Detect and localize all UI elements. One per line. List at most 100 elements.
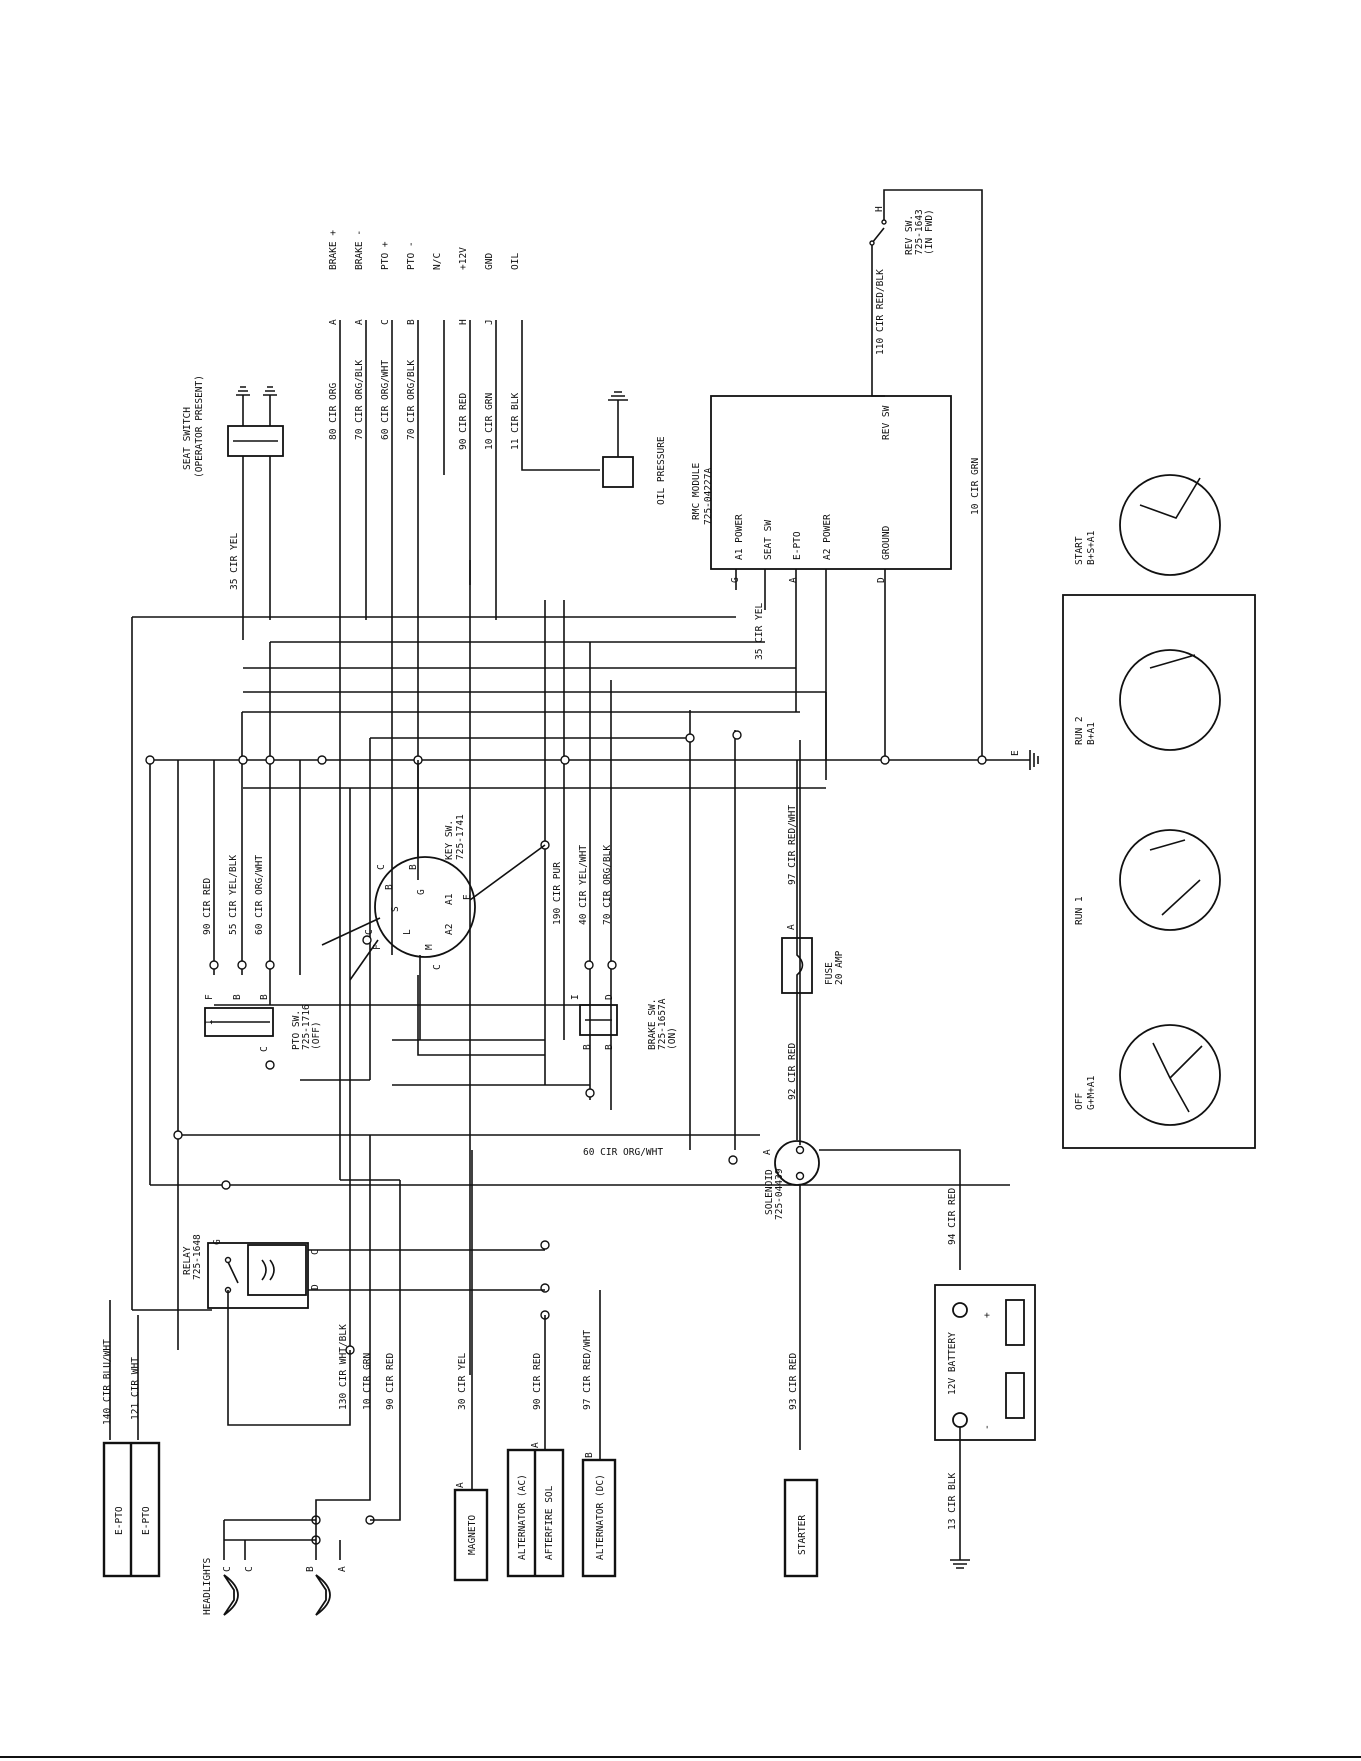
svg-text:HEADLIGHTS: HEADLIGHTS [202,1558,213,1615]
svg-text:20 AMP: 20 AMP [834,950,845,985]
svg-text:97 CIR RED/WHT: 97 CIR RED/WHT [787,805,798,885]
svg-text:D: D [604,994,615,1000]
svg-text:E-PTO: E-PTO [114,1506,125,1535]
svg-text:H: H [874,206,885,212]
svg-text:725-04439: 725-04439 [774,1168,785,1220]
svg-text:C: C [222,1566,233,1572]
svg-text:725-1643: 725-1643 [914,209,925,255]
svg-text:REV SW.: REV SW. [904,215,915,255]
svg-text:90 CIR RED: 90 CIR RED [532,1353,543,1410]
svg-text:725-1741: 725-1741 [455,814,466,860]
svg-text:10 CIR GRN: 10 CIR GRN [484,393,495,450]
rev-switch: H REV SW. 725-1643 (IN FWD) 110 CIR RED/… [869,189,983,760]
svg-text:70 CIR ORG/BLK: 70 CIR ORG/BLK [354,360,365,440]
pin-letter: B [406,319,417,325]
pin-label: BRAKE - [354,230,365,270]
svg-text:C: C [364,929,375,935]
pin-letter: A [354,319,365,325]
svg-text:I: I [204,1019,215,1025]
harness-runs [131,560,1010,1375]
svg-text:RMC MODULE: RMC MODULE [691,463,702,520]
svg-text:13 CIR BLK: 13 CIR BLK [947,1473,958,1530]
svg-text:F: F [204,994,215,1000]
svg-text:60 CIR ORG/WHT: 60 CIR ORG/WHT [583,1147,663,1158]
svg-text:B: B [408,864,419,870]
pin-letter: H [458,319,469,325]
pto-switch: F B B I C PTO SW. 725-1716 (OFF) [204,994,322,1052]
svg-text:B: B [259,994,270,1000]
pin-letter: A [328,319,339,325]
svg-text:80 CIR ORG: 80 CIR ORG [328,383,339,440]
position-panel: OFF G+M+A1 RUN 1 RUN 2 B+A1 START B+S+A1 [1062,474,1256,1149]
svg-text:B+S+A1: B+S+A1 [1086,530,1097,565]
svg-text:B: B [232,994,243,1000]
svg-text:OFF: OFF [1074,1093,1085,1110]
svg-text:FUSE: FUSE [824,962,835,985]
svg-text:B: B [305,1566,316,1572]
svg-text:REV SW: REV SW [881,405,892,440]
svg-text:SEAT SWITCH: SEAT SWITCH [182,407,193,470]
svg-text:A: A [337,1566,348,1572]
svg-text:F: F [372,944,383,950]
svg-text:(OFF): (OFF) [311,1021,322,1050]
pin-label: BRAKE + [328,230,339,270]
pin-label: GND [484,253,495,270]
svg-text:130 CIR WHT/BLK: 130 CIR WHT/BLK [338,1324,349,1410]
svg-text:60 CIR ORG/WHT: 60 CIR ORG/WHT [380,360,391,440]
svg-text:55 CIR YEL/BLK: 55 CIR YEL/BLK [228,855,239,935]
svg-text:E: E [1010,750,1021,756]
svg-text:MAGNETO: MAGNETO [467,1515,478,1555]
svg-text:725-1716: 725-1716 [301,1004,312,1050]
svg-text:725-1648: 725-1648 [192,1234,203,1280]
rmc-module: RMC MODULE 725-04227A A1 POWER SEAT SW E… [691,270,952,780]
fuse: A FUSE 20 AMP [781,760,845,1140]
seat-switch: SEAT SWITCH (OPERATOR PRESENT) 35 CIR YE… [182,375,284,640]
svg-text:(ON): (ON) [667,1027,678,1050]
svg-text:ALTERNATOR (DC): ALTERNATOR (DC) [595,1474,606,1560]
key-switch: KEY SW. 725-1741 B G B S A1 L A2 M C F C… [321,760,546,1040]
svg-text:A2 POWER: A2 POWER [822,514,833,560]
battery: + - 12V BATTERY 13 CIR BLK [934,1284,1036,1569]
svg-text:START: START [1074,536,1085,565]
svg-text:GROUND: GROUND [881,525,892,560]
svg-text:KEY SW.: KEY SW. [444,820,455,860]
svg-text:E: E [462,894,473,900]
svg-text:35 CIR YEL: 35 CIR YEL [754,603,765,660]
svg-text:190 CIR PUR: 190 CIR PUR [552,862,563,925]
svg-text:90 CIR RED: 90 CIR RED [385,1353,396,1410]
svg-text:70 CIR ORG/BLK: 70 CIR ORG/BLK [406,360,417,440]
svg-text:B: B [604,1044,615,1050]
pin-label: PTO + [380,241,391,270]
svg-text:C: C [259,1046,270,1052]
svg-text:121 CIR WHT: 121 CIR WHT [130,1357,141,1420]
svg-text:G: G [212,1239,223,1245]
svg-text:40 CIR YEL/WHT: 40 CIR YEL/WHT [578,845,589,925]
svg-text:A: A [455,1482,466,1488]
svg-text:60 CIR ORG/WHT: 60 CIR ORG/WHT [254,855,265,935]
svg-text:A: A [762,1149,773,1155]
svg-text:92 CIR RED: 92 CIR RED [787,1043,798,1100]
pin-label: PTO - [406,241,417,270]
svg-text:D: D [876,577,887,583]
svg-text:ALTERNATOR (AC): ALTERNATOR (AC) [517,1474,528,1560]
svg-text:(IN FWD): (IN FWD) [924,209,935,255]
solenoid: A SOLENOID 725-04439 60 CIR ORG/WHT 94 C… [583,1140,961,1450]
svg-text:M: M [424,944,435,950]
connectors: E-PTO E-PTO MAGNETO A ALTERNATOR (AC) AF… [102,1441,819,1582]
svg-text:(OPERATOR PRESENT): (OPERATOR PRESENT) [194,375,205,478]
svg-text:RELAY: RELAY [182,1246,193,1275]
svg-text:STARTER: STARTER [797,1515,808,1555]
svg-text:725-04227A: 725-04227A [703,468,714,525]
svg-text:SEAT SW: SEAT SW [763,520,774,560]
svg-text:A2: A2 [444,924,455,935]
pin-letter: J [484,319,495,325]
svg-text:AFTERFIRE SOL: AFTERFIRE SOL [544,1485,555,1560]
svg-text:35 CIR YEL: 35 CIR YEL [229,533,240,590]
pin-label: N/C [432,253,443,270]
oil-pressure-sensor: OIL PRESSURE [602,391,667,505]
bus-lines: E [132,616,1039,789]
headlights: HEADLIGHTS C C B A [202,1558,348,1616]
svg-text:C: C [244,1566,255,1572]
svg-text:BRAKE SW.: BRAKE SW. [647,999,658,1050]
